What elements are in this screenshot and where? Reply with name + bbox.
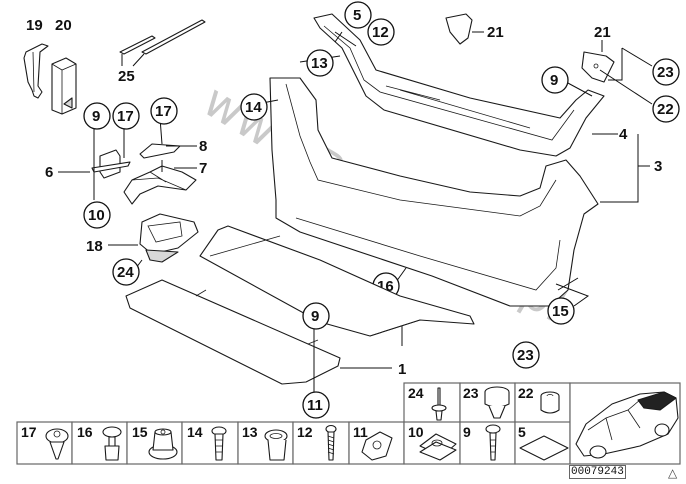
callout-12	[367, 18, 395, 46]
cell-label-11: 11	[353, 424, 368, 440]
callout-15	[547, 297, 575, 325]
callout-10	[83, 201, 111, 229]
cell-label-10: 10	[408, 424, 424, 440]
cell-label-15: 15	[132, 424, 148, 440]
callout-5	[344, 1, 372, 29]
label-14: 14	[245, 99, 262, 116]
cell-label-13: 13	[242, 424, 258, 440]
part-1-floor-panel	[125, 279, 341, 385]
cell-label-12: 12	[297, 424, 313, 440]
callout-11	[302, 391, 330, 419]
label-22: 22	[657, 101, 674, 118]
callout-14	[240, 93, 268, 121]
label-9-right: 9	[550, 72, 558, 89]
callout-9-right	[541, 66, 569, 94]
hw-9-screw-icon	[485, 424, 501, 461]
label-15: 15	[552, 303, 569, 320]
warning-triangle-icon: △	[668, 466, 678, 480]
label-12: 12	[372, 24, 389, 41]
part-14-trim-lower	[269, 77, 599, 307]
cell-label-22: 22	[518, 385, 534, 401]
callout-17-center	[150, 97, 178, 125]
part-25-strips	[119, 19, 206, 67]
callout-24	[112, 258, 140, 286]
label-5: 5	[353, 7, 361, 24]
label-23-lower: 23	[517, 347, 534, 364]
part-6-clip	[91, 149, 131, 179]
hw-11-spring-clip-icon	[361, 431, 393, 461]
label-25: 25	[118, 68, 135, 85]
label-21-center: 21	[487, 24, 504, 41]
hw-12-long-screw-icon	[325, 424, 337, 461]
cell-label-5: 5	[518, 424, 526, 440]
callout-17-left	[112, 102, 140, 130]
label-9-left: 9	[92, 108, 100, 125]
document-number: 00079243	[569, 465, 626, 479]
callout-9-left	[83, 102, 111, 130]
callout-22	[652, 95, 680, 123]
part-13-trim-upper	[313, 13, 605, 157]
label-17-left: 17	[117, 108, 134, 125]
label-6: 6	[45, 164, 53, 181]
hw-16-push-rivet-icon	[102, 426, 122, 461]
label-20: 20	[55, 17, 72, 34]
callout-9-lower	[302, 302, 330, 330]
part-7-bracket	[123, 165, 197, 205]
part-8-plate	[139, 143, 181, 159]
label-10: 10	[88, 207, 105, 224]
hw-22-grommet-icon	[540, 391, 560, 414]
hw-10-clip-nut-icon	[419, 433, 457, 461]
hw-24-push-pin-icon	[431, 387, 447, 421]
cell-label-9: 9	[463, 424, 471, 440]
hw-5-pad-icon	[519, 435, 569, 461]
hw-17-clip-rivet-icon	[45, 428, 69, 460]
hw-15-flange-nut-icon	[148, 428, 178, 460]
part-18-cup-holder	[139, 213, 199, 263]
label-4: 4	[619, 126, 628, 143]
label-1: 1	[398, 361, 406, 378]
cell-label-24: 24	[408, 385, 424, 401]
cell-label-16: 16	[77, 424, 93, 440]
label-13: 13	[311, 55, 328, 72]
vehicle-thumbnail-icon	[575, 391, 679, 459]
cell-label-17: 17	[21, 424, 37, 440]
label-17-center: 17	[155, 103, 172, 120]
label-3: 3	[654, 158, 662, 175]
part-21-cap-right	[581, 51, 615, 83]
label-21-right: 21	[594, 24, 611, 41]
callout-13	[306, 49, 334, 77]
callout-23-lower	[512, 341, 540, 369]
part-2-shelf	[199, 225, 475, 337]
cell-label-14: 14	[187, 424, 203, 440]
hw-23-cap-icon	[484, 386, 510, 419]
hw-13-oval-grommet-icon	[264, 429, 288, 461]
cell-label-23: 23	[463, 385, 479, 401]
label-7: 7	[199, 160, 207, 177]
label-19: 19	[26, 17, 43, 34]
label-9-lower: 9	[311, 308, 319, 325]
part-19-bracket	[23, 43, 49, 99]
part-20-foam-block	[51, 57, 77, 115]
part-21-cap-center	[445, 13, 473, 45]
label-23-top: 23	[657, 64, 674, 81]
label-11: 11	[307, 397, 323, 414]
label-24: 24	[117, 264, 134, 281]
label-18: 18	[86, 238, 103, 255]
callout-23-top	[652, 58, 680, 86]
label-8: 8	[199, 138, 207, 155]
hardware-table	[16, 382, 681, 465]
hw-14-screw-icon	[211, 426, 227, 461]
